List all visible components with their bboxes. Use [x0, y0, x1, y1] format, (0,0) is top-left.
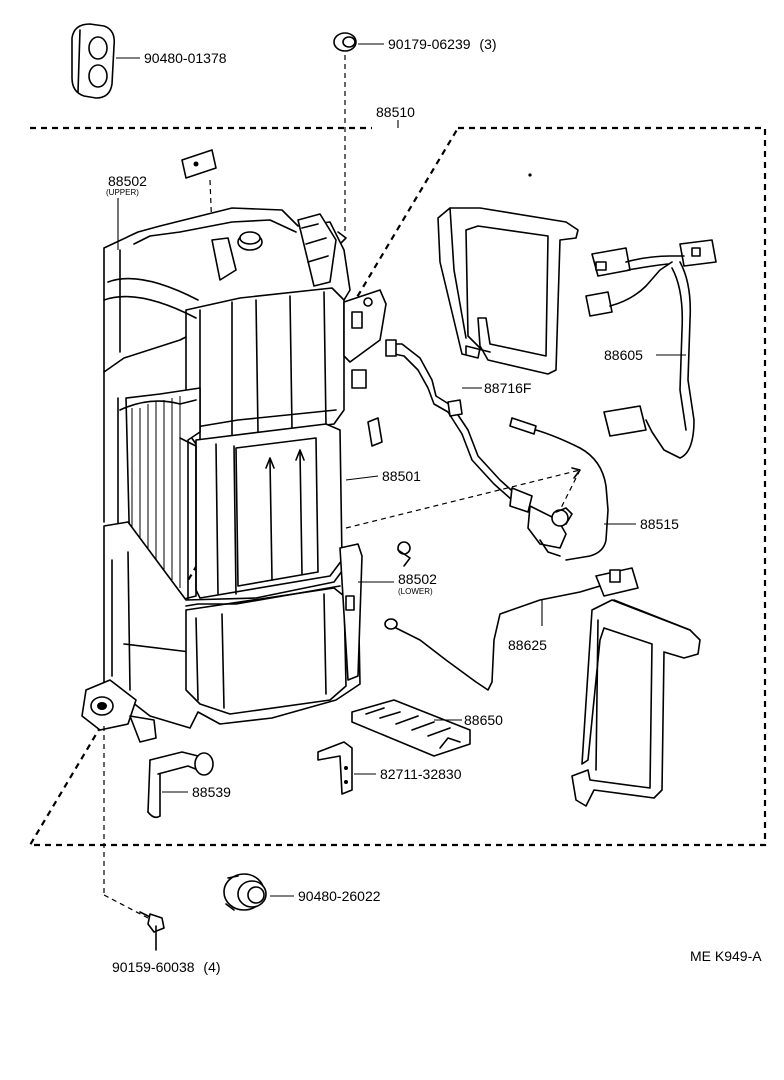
label-90159-60038-no: 90159-60038	[112, 959, 195, 975]
clip-small	[367, 417, 383, 447]
bracket-82711-32830	[317, 741, 376, 795]
expansion-valve	[527, 505, 573, 557]
label-88539: 88539	[192, 784, 231, 800]
label-88510: 88510	[376, 104, 415, 120]
wire-harness-88605	[585, 239, 717, 459]
heater-unit	[81, 207, 387, 895]
amplifier-88650	[351, 699, 471, 757]
thermistor-88515	[509, 417, 636, 561]
label-82711-32830: 82711-32830	[380, 766, 462, 782]
grommet-90480-01378	[71, 23, 140, 99]
label-9017906239: 90179-06239 (3)	[388, 36, 497, 52]
drain-hose-88539	[147, 751, 214, 819]
label-9017906239-qty: (3)	[479, 36, 496, 52]
label-90480-26022: 90480-26022	[298, 888, 381, 904]
label-90159-60038: 90159-60038 (4)	[112, 959, 221, 975]
label-9017906239-no: 90179-06239	[388, 36, 471, 52]
label-88501: 88501	[382, 468, 421, 484]
label-88502-lower-note: (LOWER)	[398, 587, 433, 596]
tube-88716F	[385, 339, 533, 513]
clip-90179-06239	[333, 32, 384, 245]
sensor-88625	[384, 567, 639, 691]
label-88502-upper: 88502	[108, 173, 147, 189]
label-88625: 88625	[508, 637, 547, 653]
label-88515: 88515	[640, 516, 679, 532]
grommet-90480-26022	[223, 873, 294, 911]
bracket-upper	[181, 149, 217, 233]
screw-90159-60038	[103, 894, 165, 951]
label-88605: 88605	[604, 347, 643, 363]
label-88502-lower: 88502	[398, 571, 437, 587]
label-88716F: 88716F	[484, 380, 531, 396]
label-88650: 88650	[464, 712, 503, 728]
label-9048001378: 90480-01378	[144, 50, 227, 66]
label-90159-60038-qty: (4)	[203, 959, 220, 975]
duct-lower-right	[571, 599, 701, 807]
diagram-code: ME K949-A	[690, 948, 762, 964]
duct-upper-right	[437, 207, 579, 375]
label-88502-upper-note: (UPPER)	[106, 188, 139, 197]
screw-small	[397, 541, 411, 567]
